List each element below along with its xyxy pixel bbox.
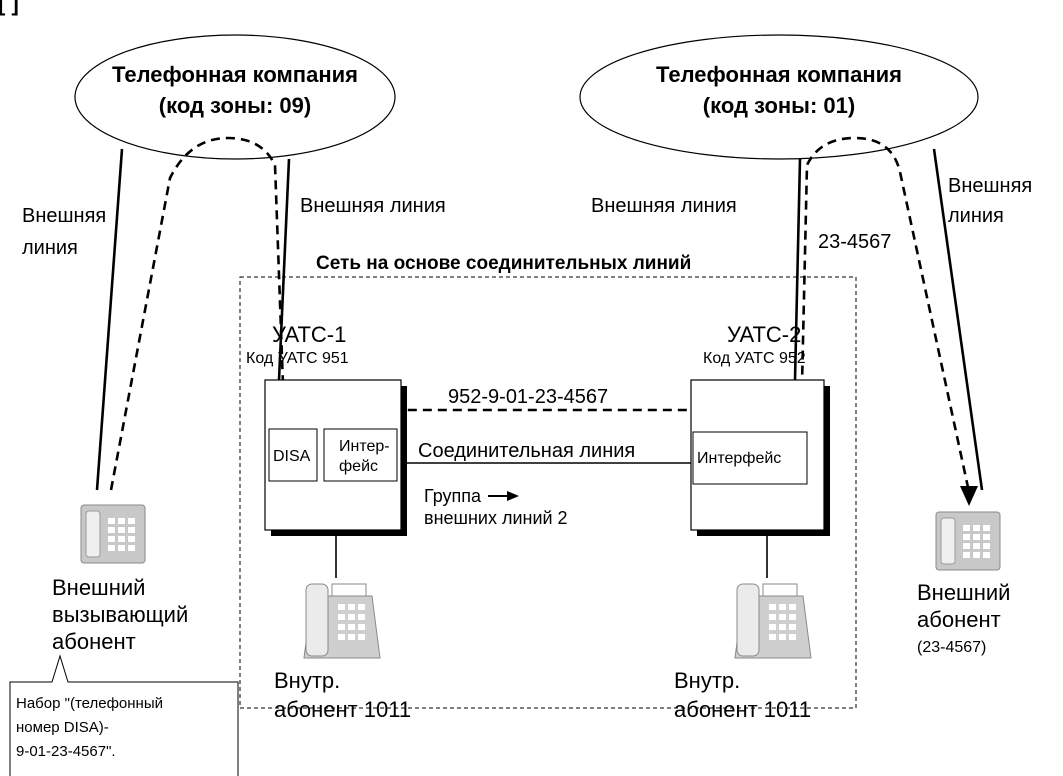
call-path xyxy=(109,136,971,493)
ext2-phone-display xyxy=(762,583,798,597)
outer-line-left-label-2: линия xyxy=(22,237,78,259)
outer-line-left-label-1: Внешняя xyxy=(22,205,106,227)
phone-company-right: Телефонная компания (код зоны: 01) xyxy=(579,34,979,160)
ext-callee-label-3: (23-4567) xyxy=(917,639,986,656)
ext-caller-label-3: абонент xyxy=(52,629,136,654)
outer-line-left xyxy=(95,148,124,491)
trunk-line-label: Соединительная линия xyxy=(418,440,635,462)
outer-line-right-label-2: линия xyxy=(948,205,1004,227)
outer-line-right-label-1: Внешняя xyxy=(948,175,1032,197)
phone-company-left-ellipse xyxy=(74,34,396,160)
outer-line-pbx2 xyxy=(793,158,802,381)
header-mark: [ ] xyxy=(0,0,19,16)
callout-line-2: номер DISA)- xyxy=(16,719,109,736)
phone-company-right-ellipse xyxy=(579,34,979,160)
pbx2-code: Код УАТС 952 xyxy=(703,350,806,367)
outer-line-right xyxy=(932,148,984,491)
pbx2-box: Интерфейс xyxy=(690,379,830,536)
route-number: 952-9-01-23-4567 xyxy=(448,386,608,408)
phone-company-left-title: Телефонная компания xyxy=(112,62,358,87)
trunk-network-boundary xyxy=(239,276,857,709)
dialing-callout: Набор "(телефонный номер DISA)- 9-01-23-… xyxy=(9,654,239,776)
pbx2-interface-label: Интерфейс xyxy=(697,450,781,467)
disa-label: DISA xyxy=(273,448,311,465)
ext-callee-phone-keypad xyxy=(963,525,990,558)
ext-caller-phone-handset xyxy=(85,510,101,558)
ext2-phone-keypad xyxy=(769,604,796,640)
pbx2-interface-module xyxy=(692,431,808,485)
ext1-phone-keypad xyxy=(338,604,365,640)
pbx1-box: DISA Интер- фейс xyxy=(264,379,407,536)
ext-caller-label-2: вызывающий xyxy=(52,602,188,627)
ext-caller-phone-keypad xyxy=(108,518,135,551)
phone-company-right-zone: (код зоны: 01) xyxy=(703,93,855,118)
phone-company-left: Телефонная компания (код зоны: 09) xyxy=(74,34,396,160)
ext2-label-2: абонент 1011 xyxy=(674,697,811,722)
ext-callee-label-1: Внешний xyxy=(917,580,1010,605)
group-arrow-head xyxy=(507,491,519,501)
external-callee-phone-icon xyxy=(935,511,1001,571)
callout-line-1: Набор "(телефонный xyxy=(16,695,163,712)
network-title: Сеть на основе соединительных линий xyxy=(316,253,691,274)
ext1-phone-display xyxy=(331,583,367,597)
ext-caller-label-1: Внешний xyxy=(52,575,145,600)
ext-callee-label-2: абонент xyxy=(917,607,1001,632)
disa-module xyxy=(268,428,318,482)
phone-company-left-zone: (код зоны: 09) xyxy=(159,93,311,118)
dialed-number-right: 23-4567 xyxy=(818,231,891,253)
call-path-arrowhead xyxy=(960,486,978,506)
extension-2-phone-icon xyxy=(734,583,812,659)
ext2-phone-handset xyxy=(736,583,760,657)
pbx1-name: УАТС-1 xyxy=(272,322,346,347)
pbx1-interface-label-2: фейс xyxy=(339,458,378,475)
pbx1-code: Код УАТС 951 xyxy=(246,350,349,367)
ext1-label-1: Внутр. xyxy=(274,668,340,693)
pbx1-interface-module xyxy=(323,428,398,482)
callout-line-3: 9-01-23-4567". xyxy=(16,743,116,760)
extension-1-phone-icon xyxy=(303,583,381,659)
external-caller-phone-icon xyxy=(80,504,146,564)
pbx1-interface-label-1: Интер- xyxy=(339,438,390,455)
callout-bubble xyxy=(9,654,239,776)
ext-callee-phone-handset xyxy=(940,517,956,565)
ext2-label-1: Внутр. xyxy=(674,668,740,693)
ext1-label-2: абонент 1011 xyxy=(274,697,411,722)
outer-line-pbx1-label: Внешняя линия xyxy=(300,195,446,217)
outer-line-pbx2-label: Внешняя линия xyxy=(591,195,737,217)
pbx2-name: УАТС-2 xyxy=(727,322,801,347)
phone-company-right-title: Телефонная компания xyxy=(656,62,902,87)
outer-line-pbx1 xyxy=(277,158,291,381)
group-label-1: Группа xyxy=(424,486,482,506)
ext1-phone-handset xyxy=(305,583,329,657)
group-label-2: внешних линий 2 xyxy=(424,508,568,528)
